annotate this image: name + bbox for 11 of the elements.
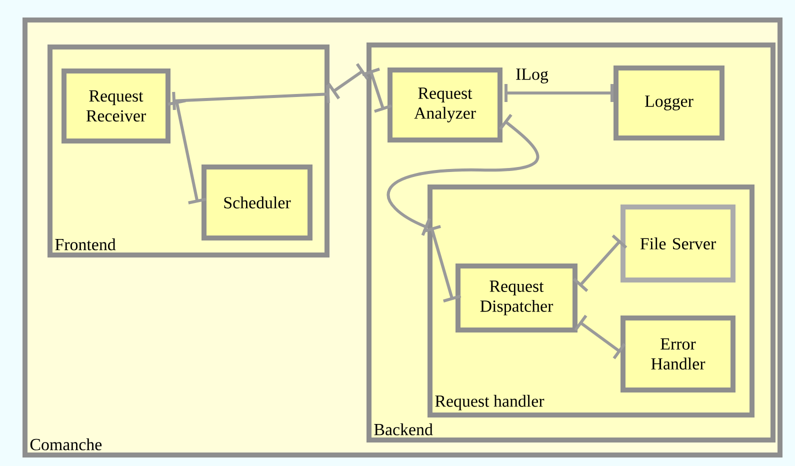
connector [168, 99, 206, 204]
connector [504, 84, 614, 102]
component-box: Request Receiver [62, 68, 170, 144]
component-box: Request Analyzer [388, 68, 502, 142]
component-box: Request Dispatcher [456, 264, 578, 332]
edge-label: ILog [514, 68, 550, 84]
component-box: Scheduler [202, 164, 312, 240]
component-box: File Server [620, 204, 736, 282]
component-box: Error Handler [620, 316, 736, 392]
connector [172, 85, 330, 110]
component-box: Logger [614, 66, 724, 140]
